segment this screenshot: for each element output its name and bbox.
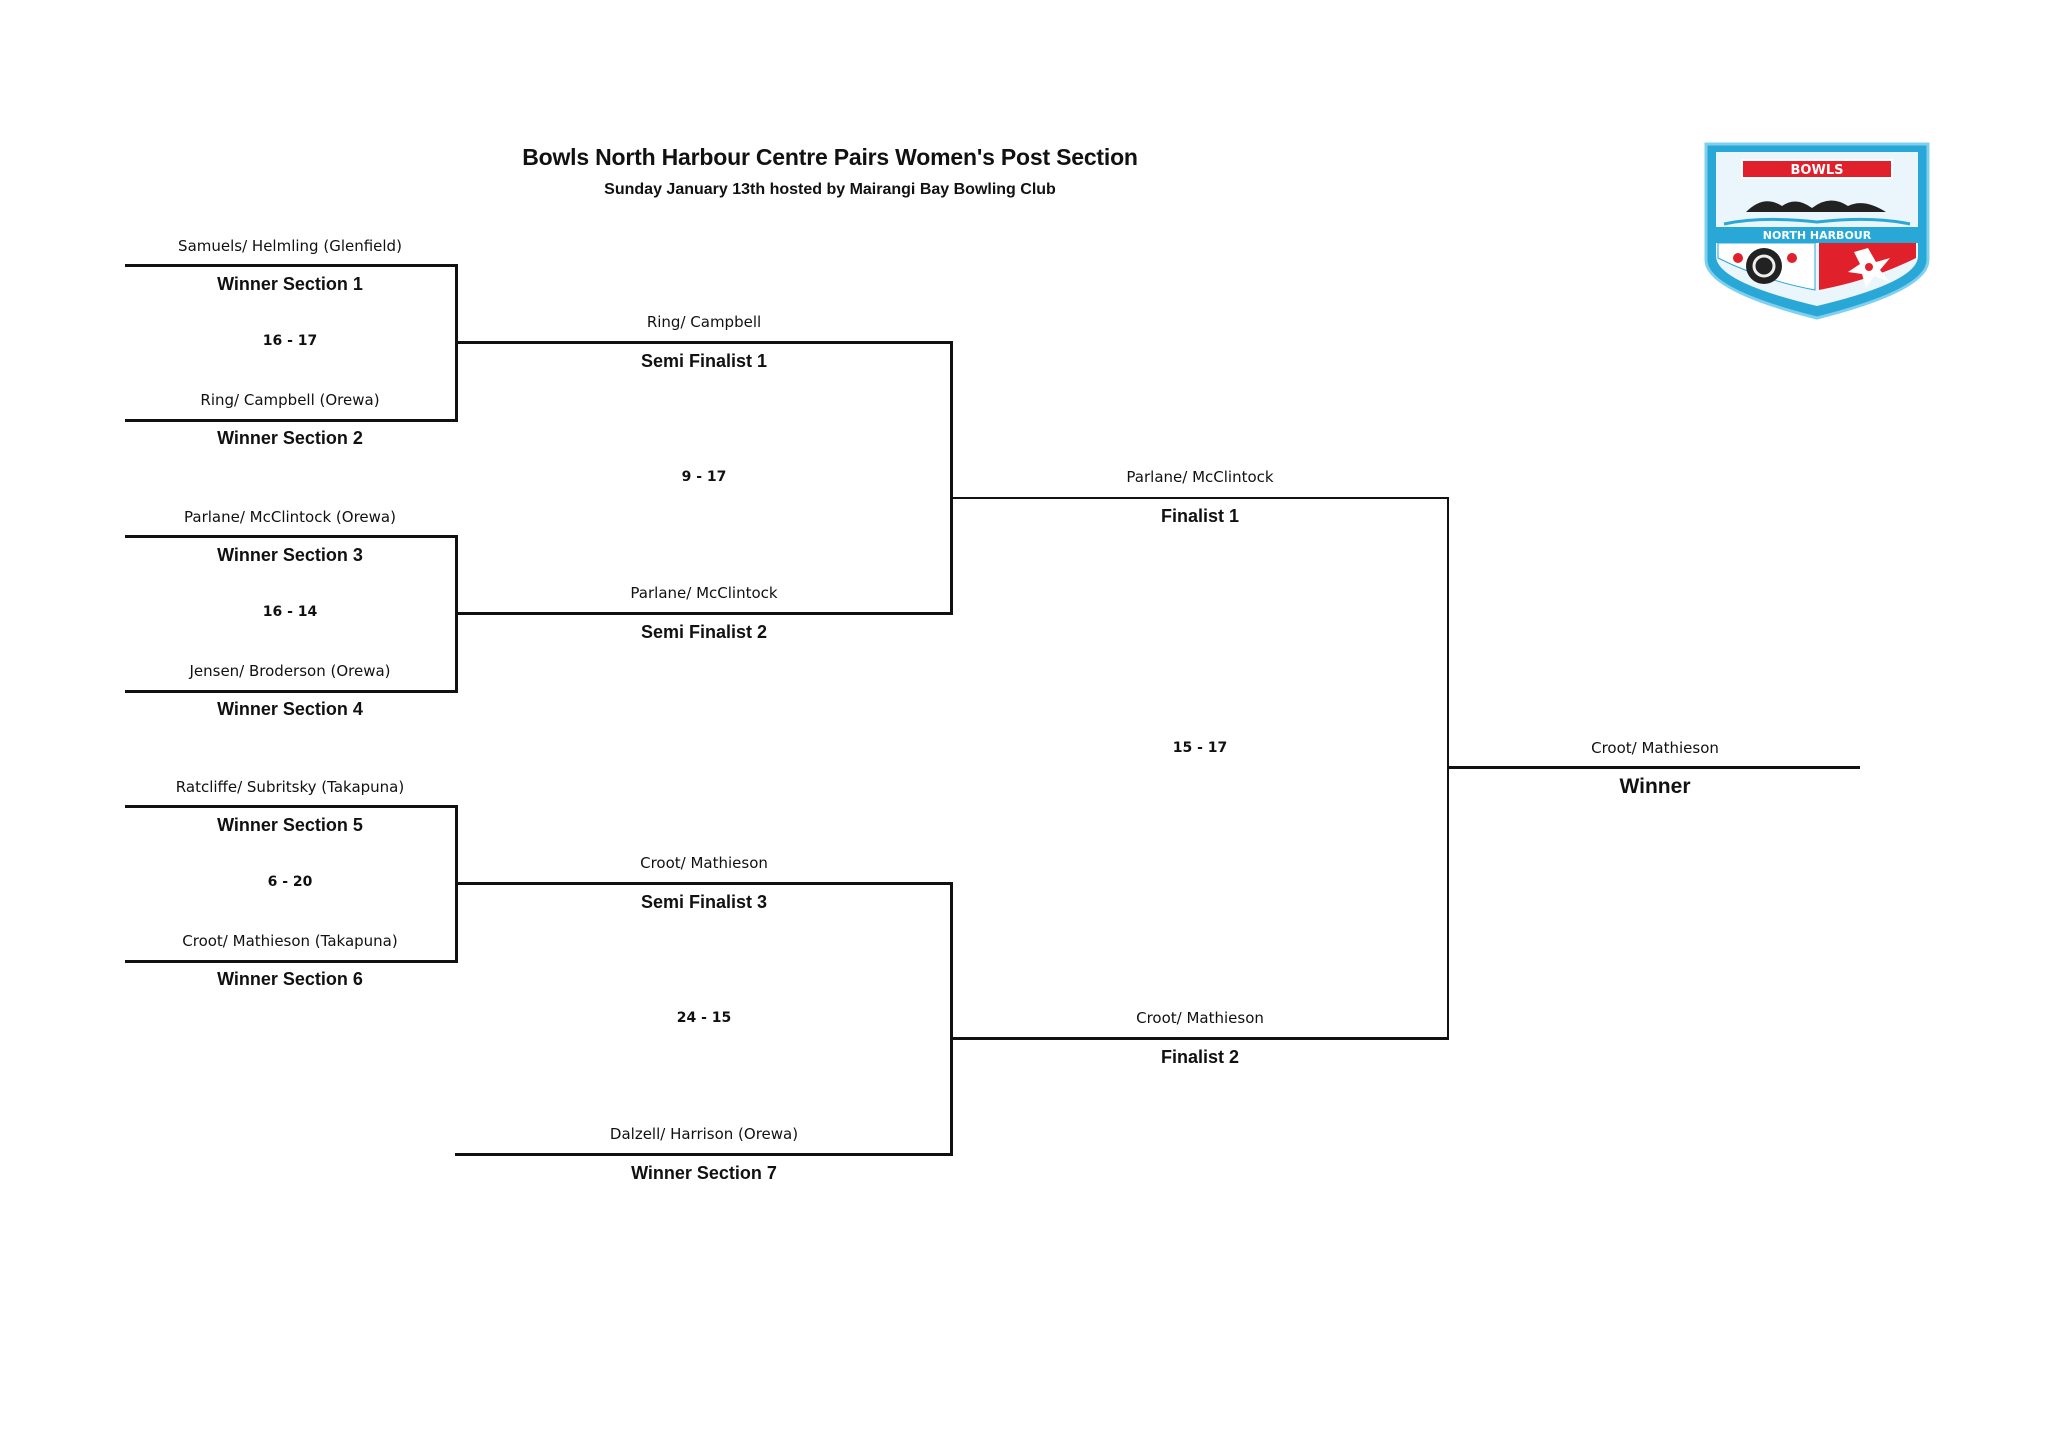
logo-top-text: BOWLS [1791,163,1844,178]
team-entry: Parlane/ McClintock [1126,468,1274,486]
slot-label: Semi Finalist 1 [640,351,768,371]
bracket-line [950,882,953,1156]
slot-label: Winner Section 1 [217,274,363,294]
bracket-line [950,1037,1449,1040]
logo-band-text: NORTH HARBOUR [1763,229,1872,242]
slot-label: Winner Section 4 [217,699,363,719]
bracket-line [125,535,458,538]
slot-label: Semi Finalist 3 [640,892,768,912]
team-entry: Ratcliffe/ Subritsky (Takapuna) [175,778,405,796]
slot-label: Winner Section 2 [217,428,363,448]
champion-team: Croot/ Mathieson [1591,739,1719,757]
team-entry: Parlane/ McClintock [630,584,778,602]
page-subtitle: Sunday January 13th hosted by Mairangi B… [604,181,1056,198]
match-score: 16 - 17 [262,333,318,349]
team-entry: Samuels/ Helmling (Glenfield) [178,237,402,255]
match-score: 24 - 15 [676,1010,732,1026]
team-entry: Dalzell/ Harrison (Orewa) [609,1125,799,1143]
bracket-line [950,341,953,615]
match-score: 15 - 17 [1172,740,1228,756]
slot-label: Winner Section 5 [217,815,363,835]
bracket-line [455,612,953,615]
bracket-line [125,419,458,422]
team-entry: Jensen/ Broderson (Orewa) [189,662,391,680]
match-score: 16 - 14 [262,604,318,620]
slot-label: Winner Section 6 [217,969,363,989]
bracket-line [125,960,458,963]
bracket-line [455,1153,953,1156]
team-entry: Croot/ Mathieson [640,854,768,872]
team-entry: Ring/ Campbell (Orewa) [200,391,380,409]
slot-label: Finalist 2 [1160,1047,1240,1067]
team-entry: Croot/ Mathieson [1136,1009,1264,1027]
match-score: 6 - 20 [267,874,313,890]
bracket-line [125,264,458,267]
bracket-line [455,882,953,885]
bracket-line [125,690,458,693]
bracket-line [950,497,1449,499]
winner-label: Winner [1619,775,1691,798]
page-title: Bowls North Harbour Centre Pairs Women's… [522,144,1138,170]
bracket-line [455,341,953,344]
bracket-line [1447,766,1860,769]
team-entry: Parlane/ McClintock (Orewa) [184,508,396,526]
match-score: 9 - 17 [681,469,727,485]
team-entry: Croot/ Mathieson (Takapuna) [182,932,398,950]
slot-label: Winner Section 3 [217,545,363,565]
bracket-line [125,805,458,808]
slot-label: Finalist 1 [1160,506,1240,526]
bowls-north-harbour-logo: BOWLS NORTH HARBOUR [1704,142,1930,320]
slot-label: Winner Section 7 [631,1163,777,1183]
team-entry: Ring/ Campbell [646,313,762,331]
slot-label: Semi Finalist 2 [640,622,768,642]
